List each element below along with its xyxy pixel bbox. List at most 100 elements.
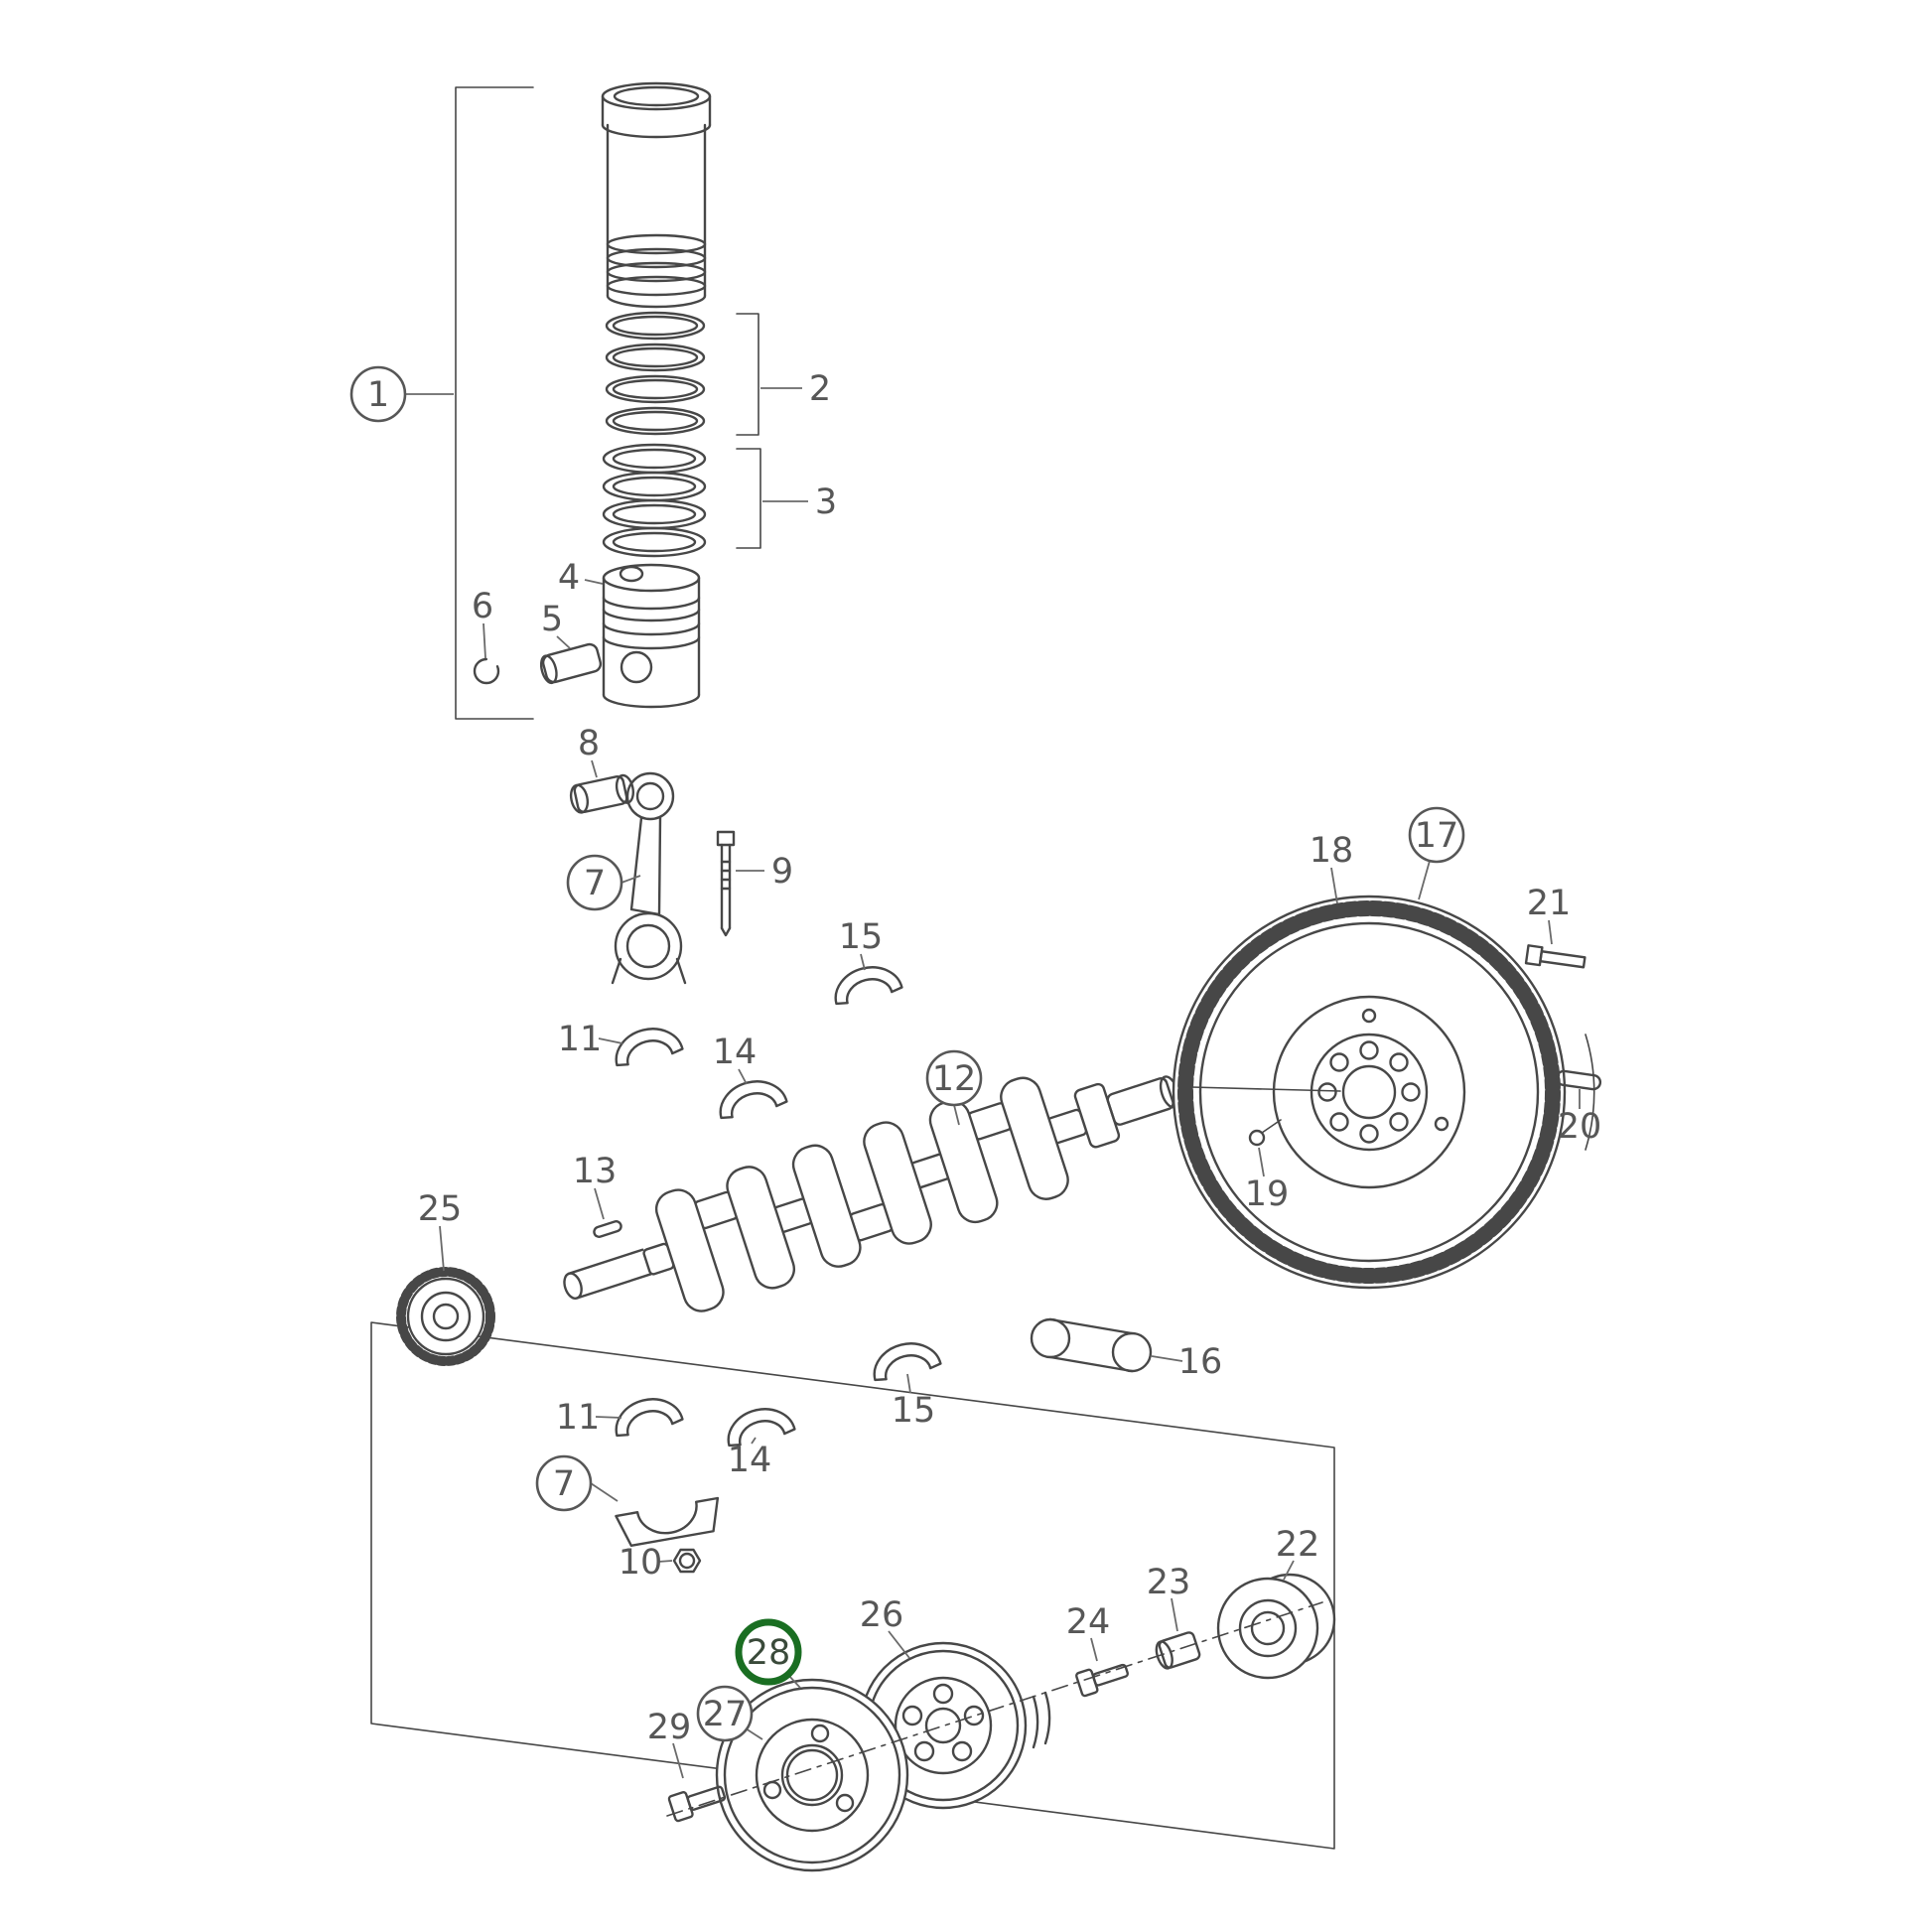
part-label-7[interactable]: 7 [535,1454,593,1512]
part-label-1[interactable]: 1 [349,365,407,423]
rod-bolt-drawing [716,830,736,937]
highlighted-balloon-circle [735,1618,802,1686]
part-number-text: 7 [584,864,606,903]
part-number-text: 3 [815,483,837,522]
part-label-25: 25 [418,1189,463,1229]
crankshaft-drawing [563,1075,1180,1312]
bearing-shell-drawing [609,1021,685,1069]
part-label-7[interactable]: 7 [566,854,623,911]
part-number-text: 8 [578,724,600,763]
part-number-text: 23 [1147,1563,1191,1602]
balloon-circle [696,1685,754,1742]
bearing-shell-drawing [867,1335,943,1384]
dowel-pin-drawing [1555,1069,1602,1091]
part-number-text: 1 [367,375,389,415]
leader-line-16 [1151,1355,1183,1362]
part-label-12[interactable]: 12 [925,1049,983,1107]
part-label-19: 19 [1245,1174,1290,1214]
hub-bolt-drawing [1075,1663,1130,1698]
part-number-text: 24 [1066,1602,1111,1642]
part-number-text: 15 [892,1391,936,1431]
balloon-circle [925,1049,983,1107]
part-number-text: 28 [747,1633,791,1673]
part-number-text: 9 [771,852,793,892]
small-bolt-drawing [1248,1119,1282,1147]
pulley-bolt-drawing [667,1785,727,1823]
part-label-23: 23 [1147,1563,1191,1602]
part-label-15: 15 [839,917,884,957]
bearing-shell-drawing [828,959,904,1008]
small-end-bushing-drawing [569,773,635,814]
part-number-text: 27 [703,1695,748,1734]
leader-line-23 [1171,1597,1178,1632]
leader-line-13 [594,1187,605,1220]
part-number-text: 13 [573,1152,618,1191]
part-number-text: 7 [553,1464,575,1504]
part-label-2: 2 [809,369,831,409]
part-number-text: 12 [932,1059,977,1099]
part-label-8: 8 [578,724,600,763]
part-label-17[interactable]: 17 [1408,806,1465,864]
leader-line-10 [657,1560,673,1563]
part-label-13: 13 [573,1152,618,1191]
part-number-text: 14 [713,1033,758,1072]
leader-line-29 [672,1742,684,1779]
part-number-text: 21 [1527,884,1572,923]
oil-rings-drawing [602,443,707,558]
hub-nut-drawing [1155,1631,1201,1670]
part-number-text: 14 [728,1441,772,1480]
part-label-24: 24 [1066,1602,1111,1642]
bearing-shell-drawing [713,1073,789,1122]
part-label-18: 18 [1310,831,1354,871]
leader-line-12 [953,1104,960,1126]
part-label-22: 22 [1276,1525,1320,1565]
part-label-14: 14 [728,1441,772,1480]
assembly-centerline [666,1601,1323,1817]
part-label-28[interactable]: 28 [735,1618,802,1686]
part-number-text: 29 [647,1708,692,1747]
leader-line-11 [598,1037,623,1044]
compression-rings-drawing [605,311,706,436]
piston-drawing [602,563,701,709]
leader-line-11 [595,1416,622,1419]
part-number-text: 4 [558,558,580,598]
part-label-27[interactable]: 27 [696,1685,754,1742]
flywheel-bolt-drawing [1524,944,1587,969]
leader-line-21 [1548,919,1553,945]
leader-line-18 [1330,867,1338,904]
leader-line-19 [1258,1147,1265,1177]
part-number-text: 2 [809,369,831,409]
part-number-text: 20 [1558,1107,1602,1147]
part-number-text: 5 [541,600,563,639]
part-label-14: 14 [713,1033,758,1072]
part-number-text: 22 [1276,1525,1320,1565]
leader-line-15 [906,1373,911,1394]
part-label-9: 9 [771,852,793,892]
leader-line-5 [556,635,571,649]
connecting-rod-drawing [611,771,687,985]
part-number-text: 15 [839,917,884,957]
part-number-text: 11 [556,1398,601,1438]
part-number-text: 11 [558,1020,603,1059]
leader-line-24 [1090,1637,1098,1662]
key-drawing [593,1220,622,1238]
part-label-15: 15 [892,1391,936,1431]
part-label-26: 26 [860,1595,904,1635]
balloon-circle [535,1454,593,1512]
part-number-text: 25 [418,1189,463,1229]
flywheel-drawing [1172,895,1595,1290]
leader-line-26 [888,1630,910,1659]
leader-line-17 [1418,860,1431,900]
leader-line-7 [621,875,641,884]
part-label-21: 21 [1527,884,1572,923]
part-label-6: 6 [472,587,493,626]
leader-line-8 [591,759,598,778]
balloon-circle [1408,806,1465,864]
part-number-text: 19 [1245,1174,1290,1214]
part-number-text: 18 [1310,831,1354,871]
part-number-text: 26 [860,1595,904,1635]
part-label-5: 5 [541,600,563,639]
leader-line-6 [483,622,486,659]
leader-line-7 [590,1482,619,1502]
